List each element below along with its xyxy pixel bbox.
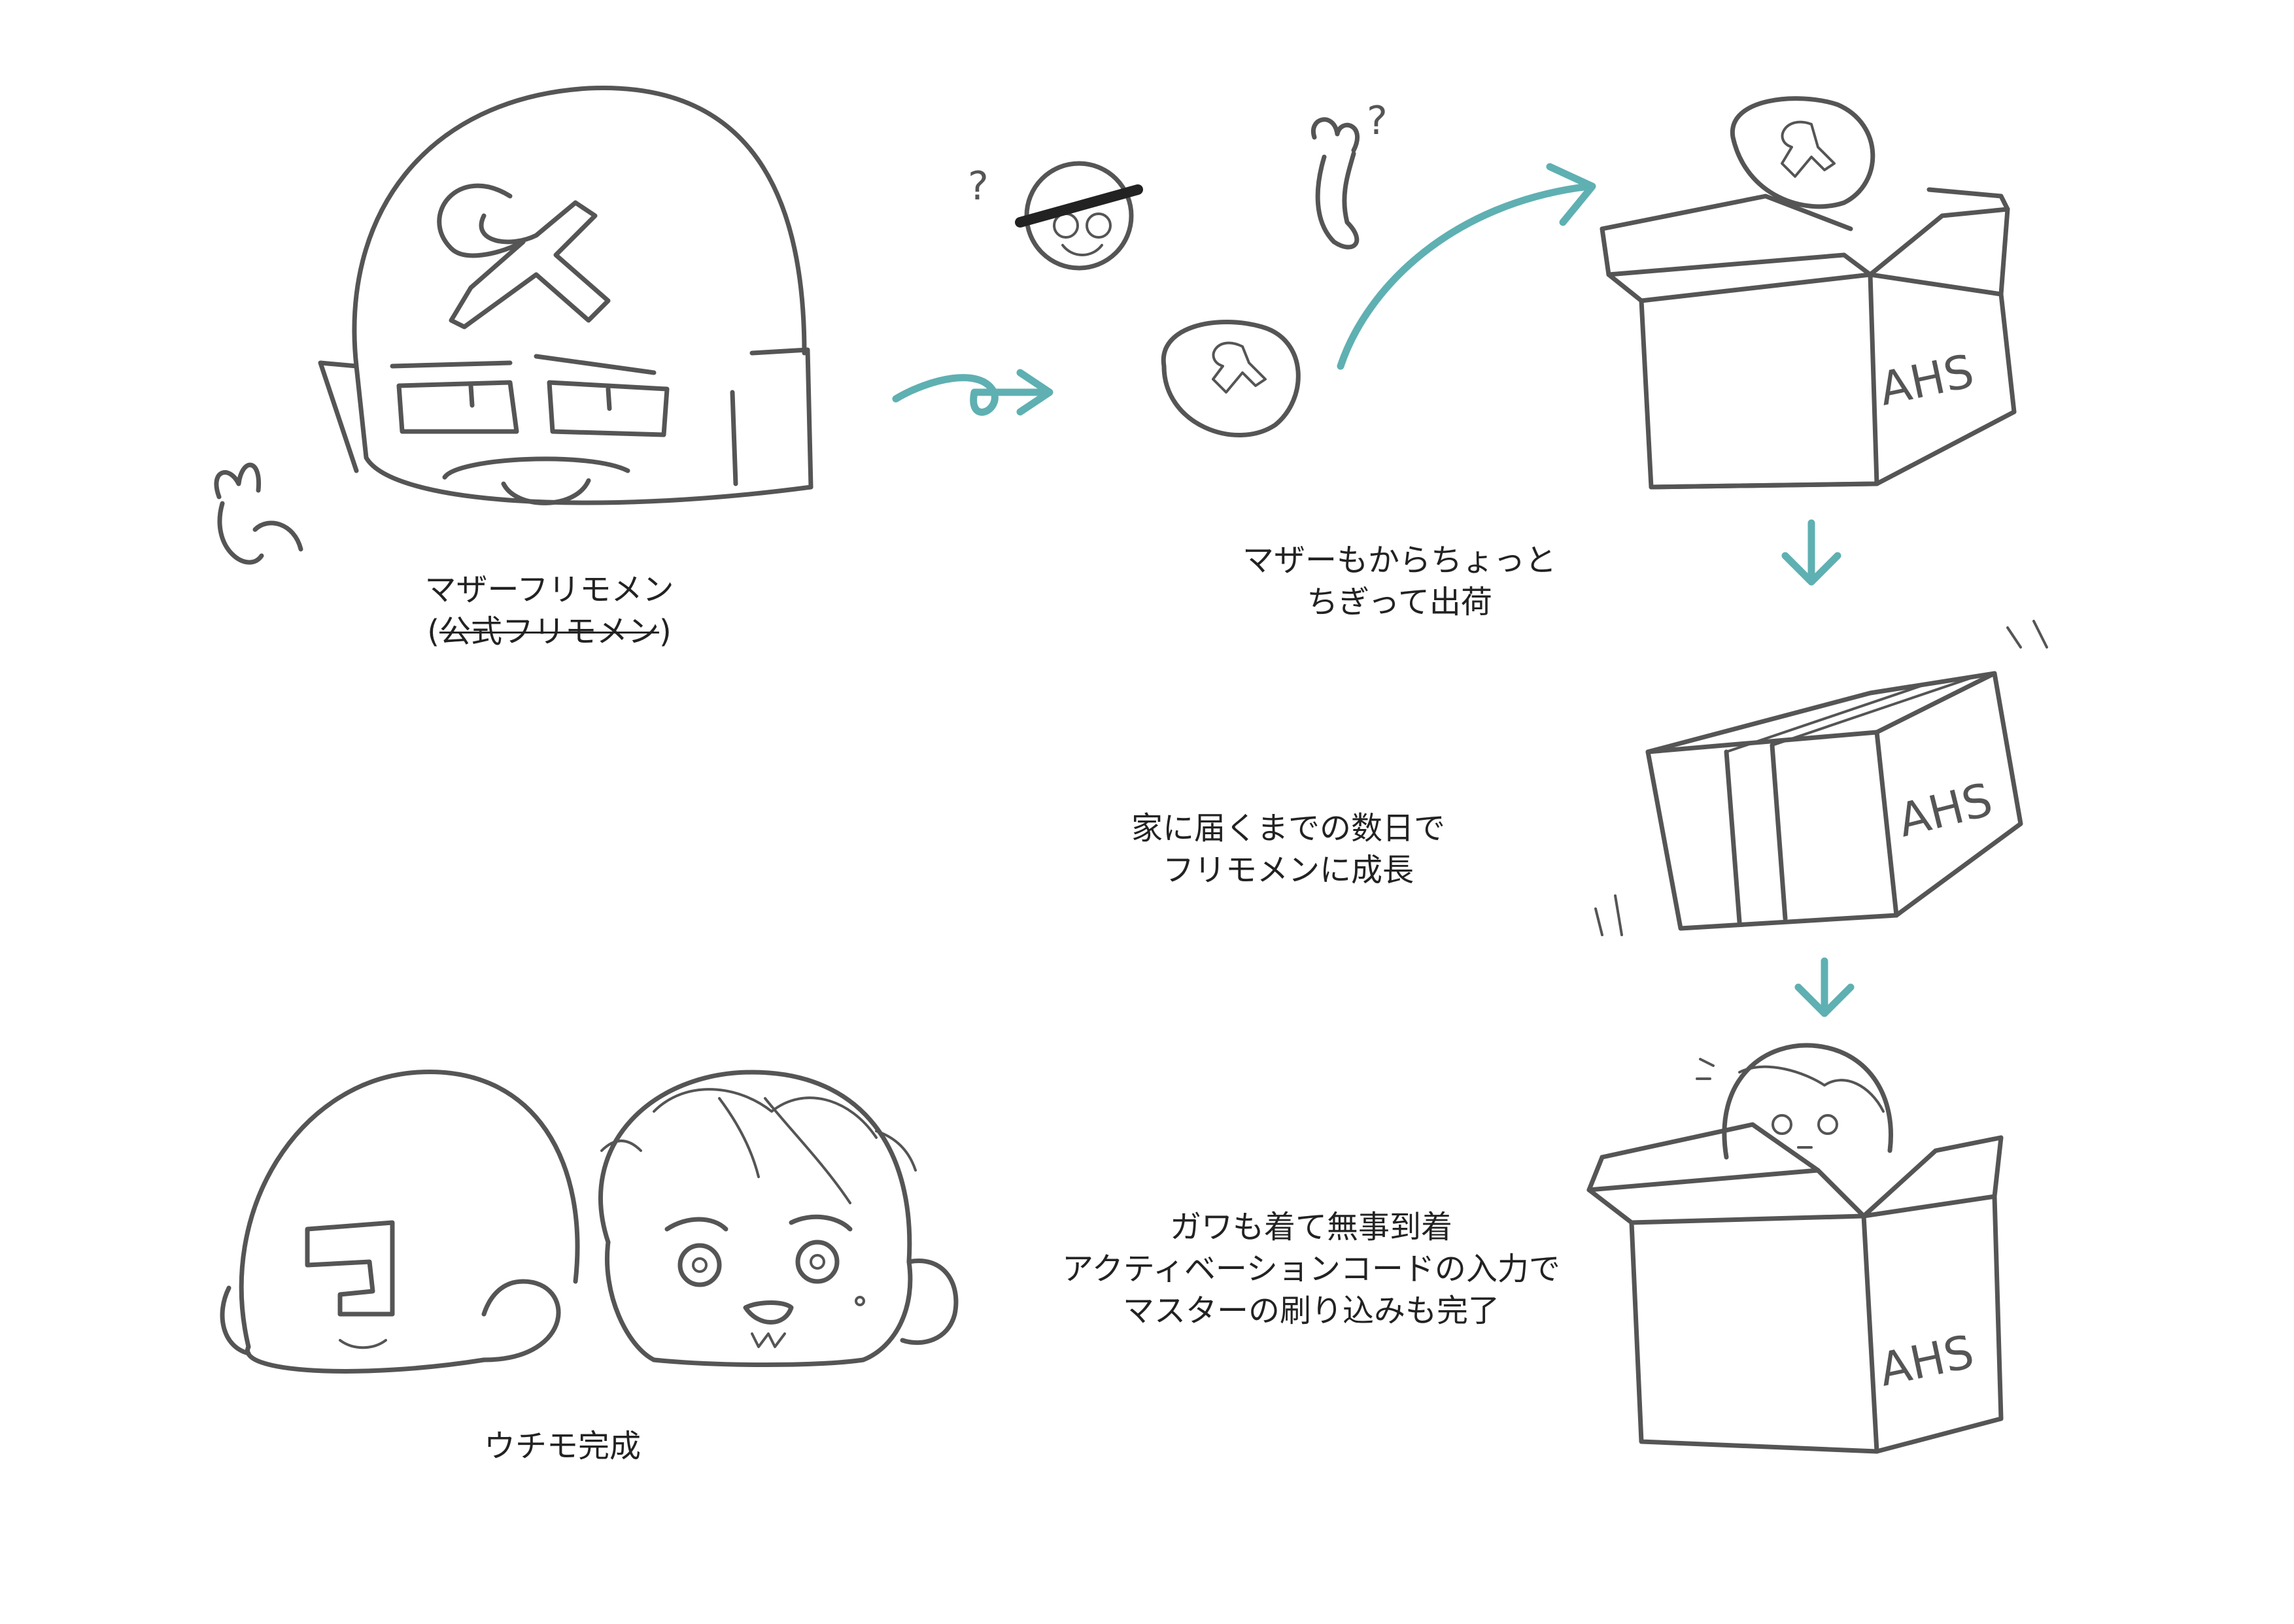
caption-grow-line1: 家に届くまでの数日で (1131, 810, 1445, 847)
box-2-label: AHS (1892, 773, 1998, 848)
caption-mother-official-struck: 公式フリモメン (439, 613, 659, 650)
mother-freemomen-figure (214, 85, 813, 565)
caption-mother-open-paren: ( (427, 613, 439, 650)
shake-marks-left (1594, 894, 1623, 936)
arrow-1 (892, 369, 1053, 416)
question-mark-1: ? (968, 163, 989, 209)
caption-arrive-line1: ガワも着て無事到着 (1169, 1209, 1452, 1245)
sprout-creature (1310, 117, 1360, 250)
caption-mother-sub: (公式フリモメン) (379, 611, 719, 652)
caption-ship-line2: ちぎって出荷 (1307, 584, 1492, 620)
mother-fragment-seed (1161, 320, 1301, 437)
caption-mother-title: マザーフリモメン (424, 571, 674, 608)
shake-marks-right (2006, 620, 2048, 649)
box-1-open: AHS (1600, 96, 2017, 490)
box-3-label: AHS (1874, 1325, 1978, 1396)
caption-arrive-line3: マスターの刷り込みも完了 (1122, 1293, 1499, 1329)
caption-done: ウチモ完成 (483, 1428, 641, 1464)
box-1-label: AHS (1874, 344, 1978, 416)
arrow-3 (1781, 519, 1841, 586)
caption-ship-line1: マザーもからちょっと (1242, 542, 1556, 579)
caption-mother-close-paren: ) (659, 613, 672, 650)
completed-uchimo-figure (220, 1070, 959, 1374)
caption-mother: マザーフリモメン (公式フリモメン) (379, 569, 719, 652)
caption-grow-line2: フリモメンに成長 (1162, 852, 1414, 888)
arrow-4 (1794, 957, 1855, 1017)
crossed-out-face (1015, 161, 1143, 271)
caption-grow: 家に届くまでの数日で フリモメンに成長 (1118, 807, 1458, 891)
caption-arrive-line2: アクティベーションコードの入力で (1062, 1251, 1560, 1287)
box-3-open-with-freemomen: AHS (1586, 1043, 2004, 1454)
caption-ship: マザーもからちょっと ちぎって出荷 (1229, 539, 1569, 623)
caption-arrive: ガワも着て無事到着 アクティベーションコードの入力で マスターの刷り込みも完了 (1033, 1206, 1589, 1332)
question-mark-2: ? (1367, 98, 1388, 144)
box-2-closed: AHS (1594, 620, 2048, 936)
arrow-2 (1337, 163, 1596, 370)
